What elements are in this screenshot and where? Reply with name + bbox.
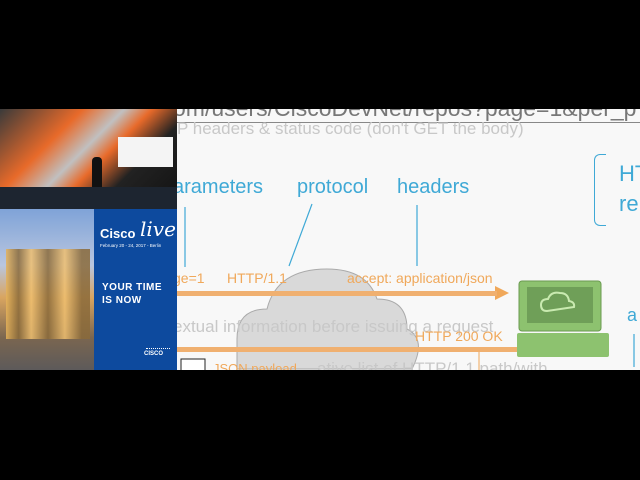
brace-text-2: re (619, 191, 639, 216)
request-protocol: HTTP/1.1 (227, 270, 287, 286)
cisco-brand: Cisco (100, 226, 136, 241)
request-header: accept: application/json (347, 270, 493, 286)
envelope-icon (180, 358, 206, 370)
label-parameters: arameters (177, 176, 264, 198)
server-base (517, 333, 609, 357)
video-frame: Cisco live! February 20 - 24, 2017 - Ber… (0, 109, 640, 370)
gate-columns (6, 249, 90, 339)
label-protocol: protocol (297, 176, 369, 198)
speaker (92, 157, 102, 189)
response-payload: JSON payload (213, 361, 297, 370)
divider (177, 122, 640, 123)
request-params: ge=1 (177, 270, 205, 286)
brace-text-1: HT (619, 161, 640, 186)
event-dates: February 20 - 24, 2017 - Berlin (100, 243, 162, 248)
tagline-line-2: IS NOW (102, 295, 142, 306)
brandenburg-gate-photo (0, 209, 94, 370)
request-arrow (177, 291, 497, 296)
bottom-text: ative list of HTTP/1.1 path/with (317, 359, 548, 370)
label-headers: headers (397, 176, 470, 198)
tagline-line-1: YOUR TIME (102, 282, 163, 293)
url-line: om/users/CiscoDevNet/repos?page=1&per_p (177, 109, 636, 122)
cisco-logo-bars (146, 343, 170, 349)
request-arrowhead (495, 286, 509, 300)
live-script: live! (140, 217, 184, 241)
response-status: HTTP 200 OK (415, 328, 503, 344)
speaker-camera-feed (0, 109, 177, 209)
presentation-slide: om/users/CiscoDevNet/repos?page=1&per_p … (177, 109, 640, 370)
server-cloud-icon (539, 291, 576, 313)
arrow-protocol (288, 203, 313, 267)
audience (0, 187, 177, 209)
stage-screen (118, 137, 173, 167)
brace (594, 154, 606, 226)
cisco-logo: CISCO (144, 351, 164, 357)
background-text: extual information before issuing a requ… (177, 317, 494, 336)
slide-subtitle: P headers & status code (don't GET the b… (177, 119, 524, 138)
right-label: a (627, 305, 638, 325)
response-arrow (177, 347, 517, 352)
cisco-live-ad: Cisco live! February 20 - 24, 2017 - Ber… (94, 209, 184, 370)
